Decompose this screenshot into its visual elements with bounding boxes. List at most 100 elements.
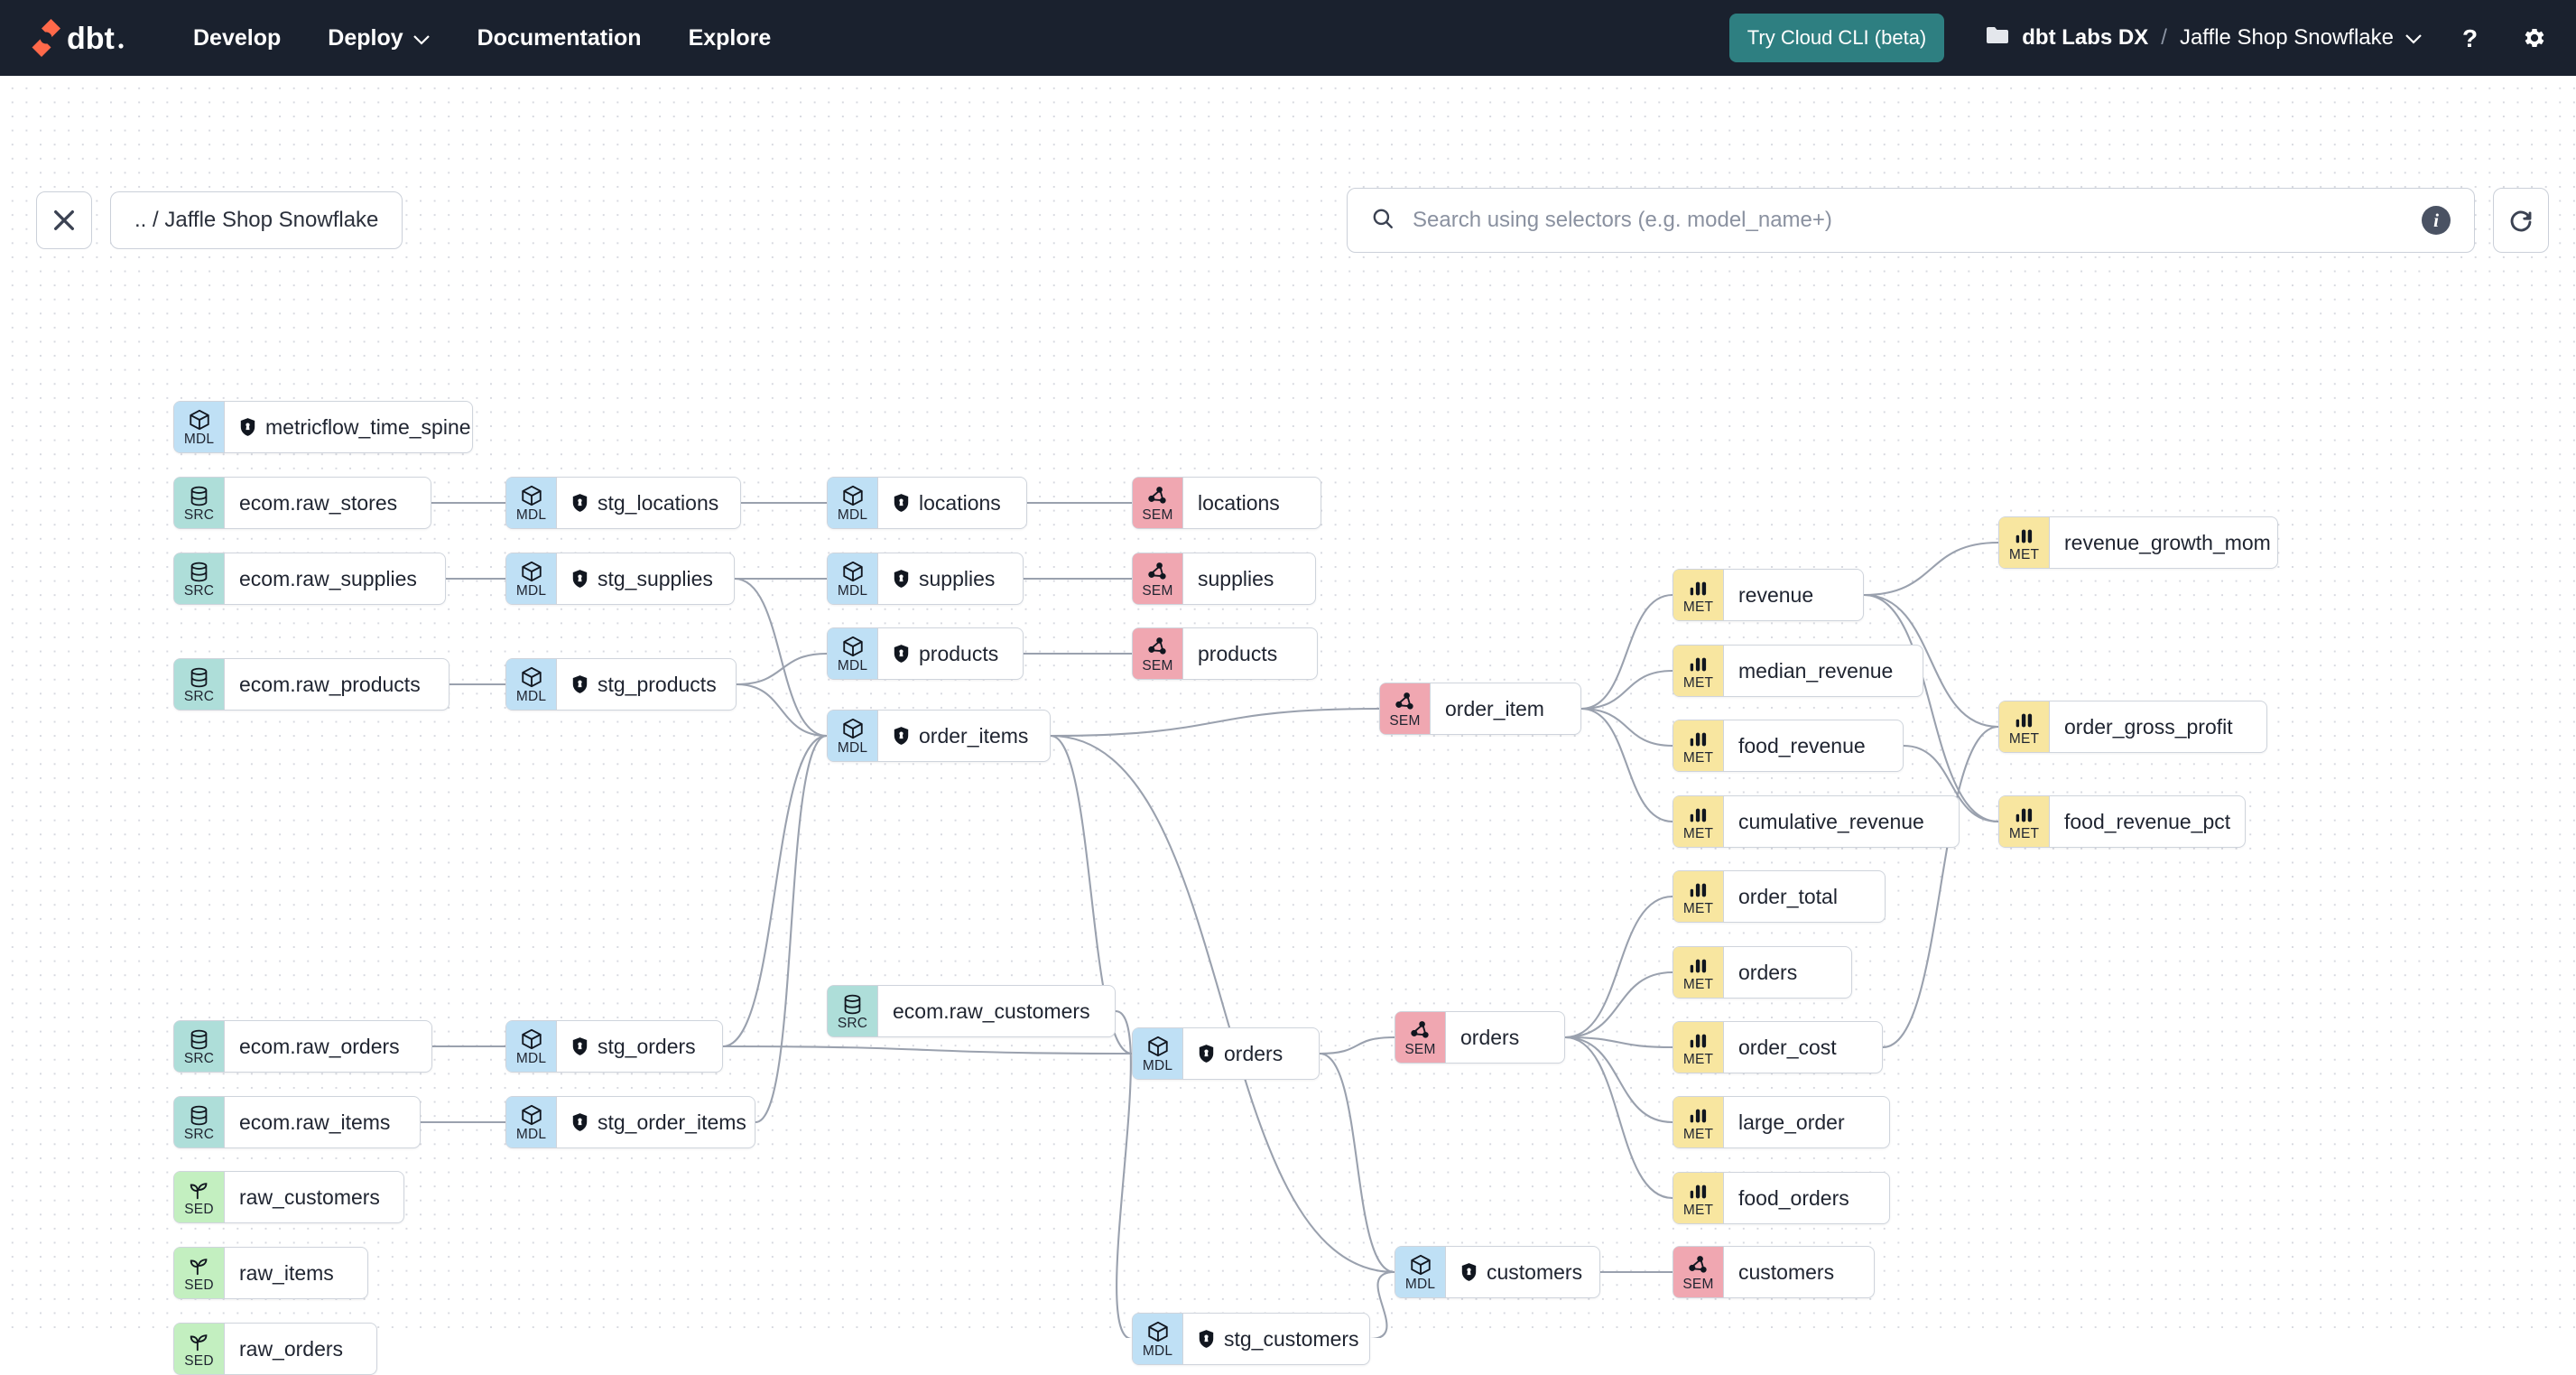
refresh-button[interactable] (2493, 188, 2549, 253)
bar-chart-icon-glyph (1687, 1179, 1710, 1203)
project-name: Jaffle Shop Snowflake (2179, 25, 2394, 50)
top-navigation-bar: dbt Develop Deploy Documentation Explore… (0, 0, 2576, 76)
info-icon[interactable]: i (2422, 206, 2451, 235)
node-body: ecom.raw_customers (878, 986, 1108, 1036)
node-body: orders (1183, 1028, 1301, 1079)
close-button[interactable] (36, 191, 92, 249)
node-label: ecom.raw_stores (239, 490, 398, 515)
bar-chart-icon: MET (1673, 796, 1724, 847)
node-label: order_cost (1738, 1035, 1837, 1059)
edge-mdl_order_items-to-sem_order_item (1050, 707, 1380, 738)
bar-chart-icon-glyph (1687, 576, 1710, 599)
node-label: raw_orders (239, 1336, 344, 1361)
nav-link-deploy[interactable]: Deploy (328, 25, 430, 51)
lineage-toolbar: .. / Jaffle Shop Snowflake i (0, 76, 2576, 253)
database-icon: SRC (174, 659, 225, 710)
seedling-icon: SED (174, 1324, 225, 1374)
bar-chart-icon: MET (1673, 947, 1724, 998)
node-type-label: MET (1682, 1202, 1714, 1218)
search-input[interactable] (1413, 208, 2404, 233)
node-body: large_order (1724, 1097, 1863, 1147)
cube-icon-glyph (841, 560, 865, 583)
node-body: supplies (878, 553, 1013, 604)
node-label: revenue (1738, 582, 1814, 607)
bar-chart-icon-glyph (1687, 878, 1710, 901)
node-type-label: MET (2008, 730, 2040, 747)
cube-icon: MDL (1395, 1247, 1446, 1297)
cube-icon: MDL (506, 553, 557, 604)
account-breadcrumb: dbt Labs DX / Jaffle Shop Snowflake (1986, 25, 2423, 51)
database-icon-glyph (188, 484, 210, 507)
search-bar[interactable]: i (1347, 188, 2475, 253)
help-button[interactable]: ? (2455, 23, 2486, 53)
node-body: metricflow_time_spine (225, 402, 489, 452)
nav-link-develop[interactable]: Develop (193, 25, 281, 51)
edge-stg_customers-to-mdl_customers (1369, 1270, 1395, 1338)
node-label: ecom.raw_supplies (239, 566, 417, 590)
nav-link-documentation[interactable]: Documentation (477, 25, 642, 51)
shield-icon (571, 569, 588, 589)
breadcrumb-button[interactable]: .. / Jaffle Shop Snowflake (110, 191, 403, 249)
cube-icon: MDL (828, 711, 878, 761)
node-type-label: MET (2008, 825, 2040, 841)
edge-stg_products-to-mdl_order_items (736, 683, 828, 738)
shield-icon (571, 1112, 588, 1132)
nav-link-explore[interactable]: Explore (689, 25, 772, 51)
try-cloud-cli-button[interactable]: Try Cloud CLI (beta) (1728, 14, 1945, 62)
cube-icon-glyph (188, 408, 211, 432)
dbt-logo[interactable]: dbt (31, 17, 141, 59)
lineage-canvas[interactable]: .. / Jaffle Shop Snowflake i MDLmetricfl… (0, 76, 2576, 1375)
seedling-icon-glyph (188, 1178, 210, 1202)
node-type-label: SRC (183, 688, 215, 704)
account-name[interactable]: dbt Labs DX (2022, 25, 2149, 50)
graph-node-sed_orders[interactable]: SED raw_orders (173, 1323, 377, 1375)
node-type-label: SRC (183, 1126, 215, 1142)
semantic-graph-icon: SEM (1133, 553, 1183, 604)
node-label: orders (1224, 1041, 1283, 1065)
project-selector[interactable]: Jaffle Shop Snowflake (2180, 25, 2423, 51)
edge-met_revenue-to-met_food_revenue_pct (1863, 593, 1999, 823)
node-body: products (878, 628, 1016, 679)
settings-gear-icon[interactable] (2518, 23, 2549, 53)
